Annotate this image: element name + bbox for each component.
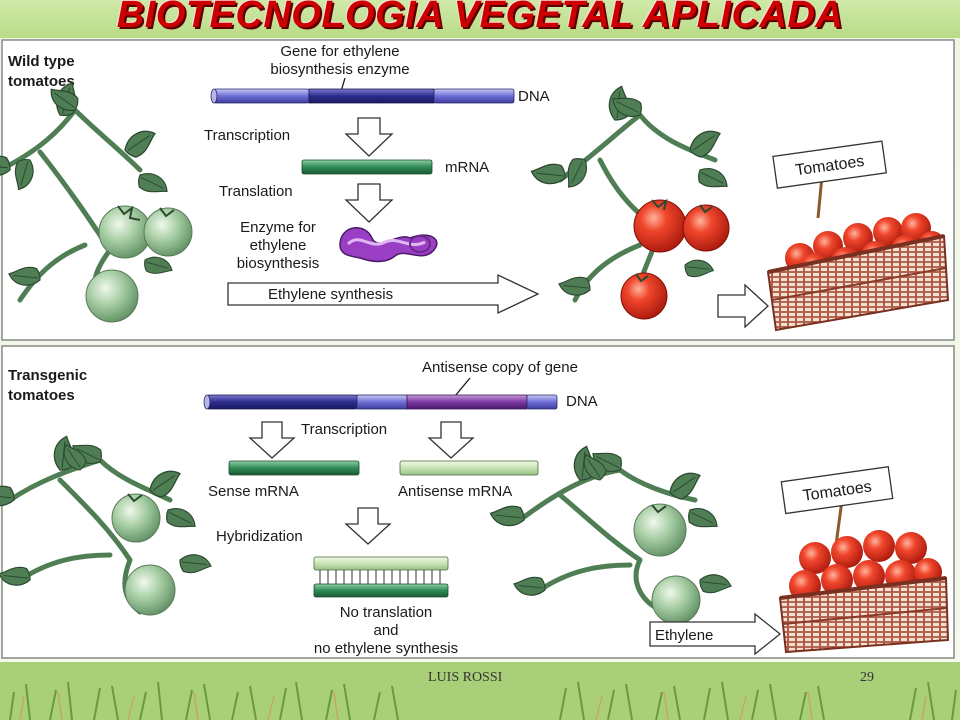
ethylene-arrow-label: Ethylene [655,627,713,644]
gene-label-line1: Gene for ethylene [280,43,399,60]
enzyme-protein-icon [339,227,438,263]
transcription-arrow-bottom-left [248,421,296,459]
transcription-label-bottom: Transcription [301,421,387,438]
antisense-gene-label: Antisense copy of gene [422,359,578,376]
result-line3: no ethylene synthesis [314,640,458,657]
antisense-mrna-strand [399,460,539,476]
arrow-to-basket-top [717,283,769,329]
footer-author: LUIS ROSSI [428,670,503,685]
grass-footer-decoration [0,662,960,720]
transcription-label-top: Transcription [204,127,290,144]
ripe-tomato-basket-top: Tomatoes [766,140,950,332]
dna-label-bottom: DNA [566,393,598,410]
unripe-tomato-plant-transgenic-left [0,433,214,616]
mrna-label-top: mRNA [445,159,489,176]
sense-mrna-strand [228,460,360,476]
ethylene-synthesis-label: Ethylene synthesis [268,286,393,303]
enzyme-label-line3: biosynthesis [237,255,320,272]
title-bar: BIOTECNOLOGIA VEGETAL APLICADA [0,0,960,38]
page-number: 29 [860,670,874,685]
translation-arrow [344,183,394,223]
ripe-tomato-plant-wild-type [528,83,732,320]
hybridization-arrow [344,507,392,545]
result-line2: and [373,622,398,639]
dna-label-top: DNA [518,88,550,105]
sense-mrna-label: Sense mRNA [208,483,299,500]
enzyme-label-line2: ethylene [250,237,307,254]
wild-type-label-line1: Wild type [8,53,75,70]
ethylene-synthesis-arrow [227,273,540,315]
ripe-tomato-basket-bottom: Tomatoes [778,466,950,654]
mrna-strand-top [301,159,433,175]
dna-strand-wild-type [210,88,515,104]
enzyme-label-line1: Enzyme for [240,219,316,236]
wild-type-label-line2: tomatoes [8,73,75,90]
hybridization-label: Hybridization [216,528,303,545]
result-line1: No translation [340,604,433,621]
slide-title: BIOTECNOLOGIA VEGETAL APLICADA [116,0,844,36]
unripe-tomato-plant-wild-type [0,79,193,323]
translation-label: Translation [219,183,293,200]
unripe-tomato-plant-transgenic-right [487,441,734,625]
transgenic-label-line2: tomatoes [8,387,75,404]
ethylene-arrow [649,612,782,656]
transgenic-label-line1: Transgenic [8,367,87,384]
transcription-arrow-top [344,117,394,157]
antisense-mrna-label: Antisense mRNA [398,483,512,500]
hybridized-mrna-duplex [313,556,449,598]
transcription-arrow-bottom-right [427,421,475,459]
ethylene-antisense-figure: Wild type tomatoes Gene for ethylene bio… [0,39,955,659]
gene-label-line2: biosynthesis enzyme [270,61,409,78]
dna-strand-transgenic [203,394,558,410]
